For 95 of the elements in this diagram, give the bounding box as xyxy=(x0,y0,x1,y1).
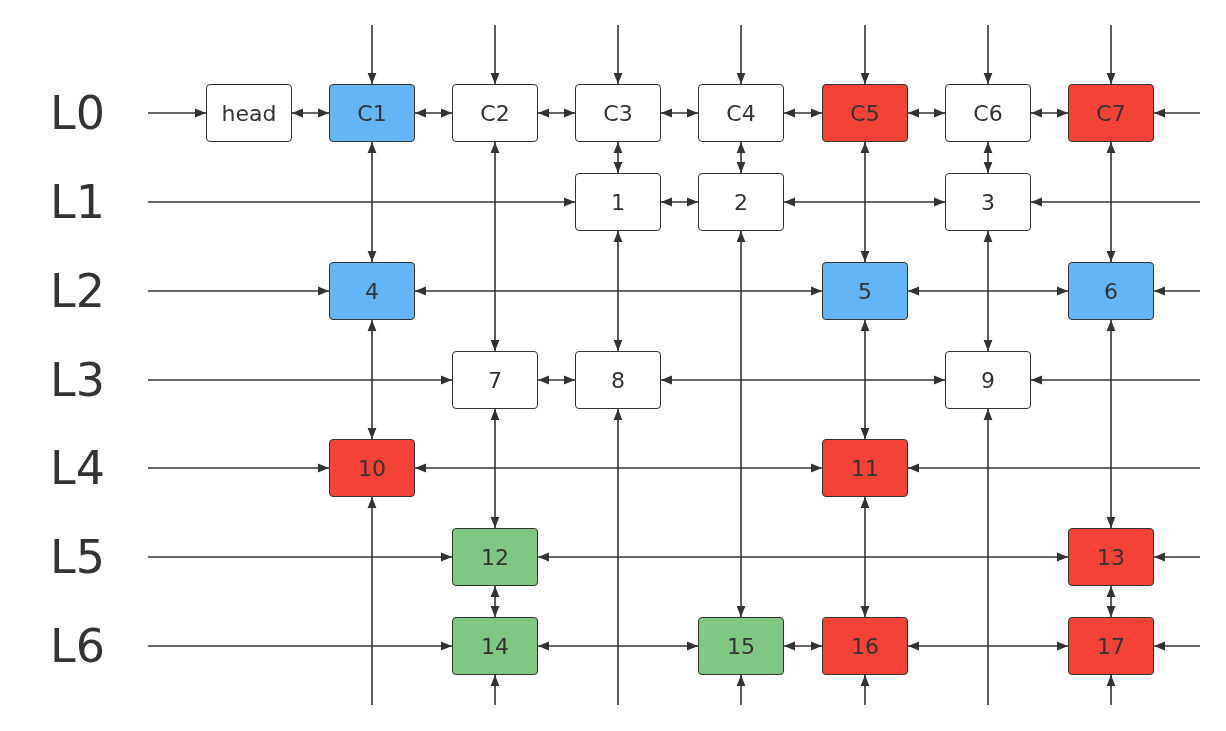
double-arrow xyxy=(414,286,823,296)
row-label: L3 xyxy=(50,357,105,403)
double-arrow xyxy=(613,141,623,174)
list-node-box: C5 xyxy=(822,84,908,142)
double-arrow xyxy=(537,375,576,385)
list-node-box: 14 xyxy=(452,617,538,675)
double-arrow xyxy=(736,230,746,618)
list-node-box: 7 xyxy=(452,351,538,409)
double-arrow xyxy=(537,552,1069,562)
double-arrow xyxy=(1030,108,1069,118)
list-node-box: C3 xyxy=(575,84,661,142)
double-arrow xyxy=(736,141,746,174)
list-node-box: C2 xyxy=(452,84,538,142)
list-node-box: 11 xyxy=(822,439,908,497)
list-node-box: C4 xyxy=(698,84,784,142)
arrow xyxy=(367,496,377,706)
double-arrow xyxy=(860,141,870,263)
double-arrow xyxy=(783,108,823,118)
list-node-box: 9 xyxy=(945,351,1031,409)
arrow xyxy=(983,408,993,706)
list-node-box: 6 xyxy=(1068,262,1154,320)
double-arrow xyxy=(907,108,946,118)
arrow xyxy=(147,463,330,473)
double-arrow xyxy=(660,375,946,385)
row-label: L6 xyxy=(50,623,105,669)
arrow xyxy=(1106,24,1116,85)
list-node-box: 10 xyxy=(329,439,415,497)
arrow xyxy=(147,552,453,562)
list-node-box: 4 xyxy=(329,262,415,320)
arrow xyxy=(860,674,870,706)
row-label: L2 xyxy=(50,268,105,314)
double-arrow xyxy=(537,108,576,118)
arrow xyxy=(147,197,576,207)
double-arrow xyxy=(783,197,946,207)
double-arrow xyxy=(537,641,699,651)
row-label: L1 xyxy=(50,179,105,225)
list-node-box: head xyxy=(206,84,292,142)
row-label: L4 xyxy=(50,445,105,491)
double-arrow xyxy=(613,230,623,352)
row-label: L0 xyxy=(50,90,105,136)
row-label: L5 xyxy=(50,534,105,580)
list-node-box: 13 xyxy=(1068,528,1154,586)
list-node-box: 16 xyxy=(822,617,908,675)
double-arrow xyxy=(1106,141,1116,263)
arrow xyxy=(147,641,453,651)
arrow xyxy=(1153,286,1201,296)
list-node-box: C7 xyxy=(1068,84,1154,142)
arrow xyxy=(490,24,500,85)
list-node-box: 5 xyxy=(822,262,908,320)
list-node-box: 17 xyxy=(1068,617,1154,675)
arrow xyxy=(367,24,377,85)
arrow xyxy=(907,463,1201,473)
double-arrow xyxy=(860,319,870,440)
double-arrow xyxy=(983,141,993,174)
arrow xyxy=(147,375,453,385)
double-arrow xyxy=(860,496,870,618)
list-node-box: 12 xyxy=(452,528,538,586)
arrow xyxy=(613,408,623,706)
list-node-box: 1 xyxy=(575,173,661,231)
list-node-box: 3 xyxy=(945,173,1031,231)
double-arrow xyxy=(1106,585,1116,618)
arrow xyxy=(1030,197,1201,207)
double-arrow xyxy=(490,408,500,529)
double-arrow xyxy=(490,141,500,352)
list-node-box: 8 xyxy=(575,351,661,409)
arrow xyxy=(736,674,746,706)
arrow xyxy=(1153,641,1201,651)
double-arrow xyxy=(490,585,500,618)
arrow xyxy=(983,24,993,85)
list-node-box: C6 xyxy=(945,84,1031,142)
double-arrow xyxy=(367,319,377,440)
double-arrow xyxy=(907,286,1069,296)
list-node-box: 2 xyxy=(698,173,784,231)
arrow xyxy=(613,24,623,85)
arrow xyxy=(147,286,330,296)
arrow xyxy=(860,24,870,85)
list-node-box: 15 xyxy=(698,617,784,675)
arrow xyxy=(1153,108,1201,118)
double-arrow xyxy=(983,230,993,352)
double-arrow xyxy=(907,641,1069,651)
arrow xyxy=(147,108,207,118)
double-arrow xyxy=(367,141,377,263)
arrow xyxy=(1106,674,1116,706)
double-arrow xyxy=(660,108,699,118)
double-arrow xyxy=(660,197,699,207)
arrow xyxy=(490,674,500,706)
double-arrow xyxy=(291,108,330,118)
double-arrow xyxy=(783,641,823,651)
arrow xyxy=(1030,375,1201,385)
double-arrow xyxy=(414,463,823,473)
double-arrow xyxy=(1106,319,1116,529)
double-arrow xyxy=(414,108,453,118)
arrow xyxy=(736,24,746,85)
arrow xyxy=(1153,552,1201,562)
list-node-box: C1 xyxy=(329,84,415,142)
